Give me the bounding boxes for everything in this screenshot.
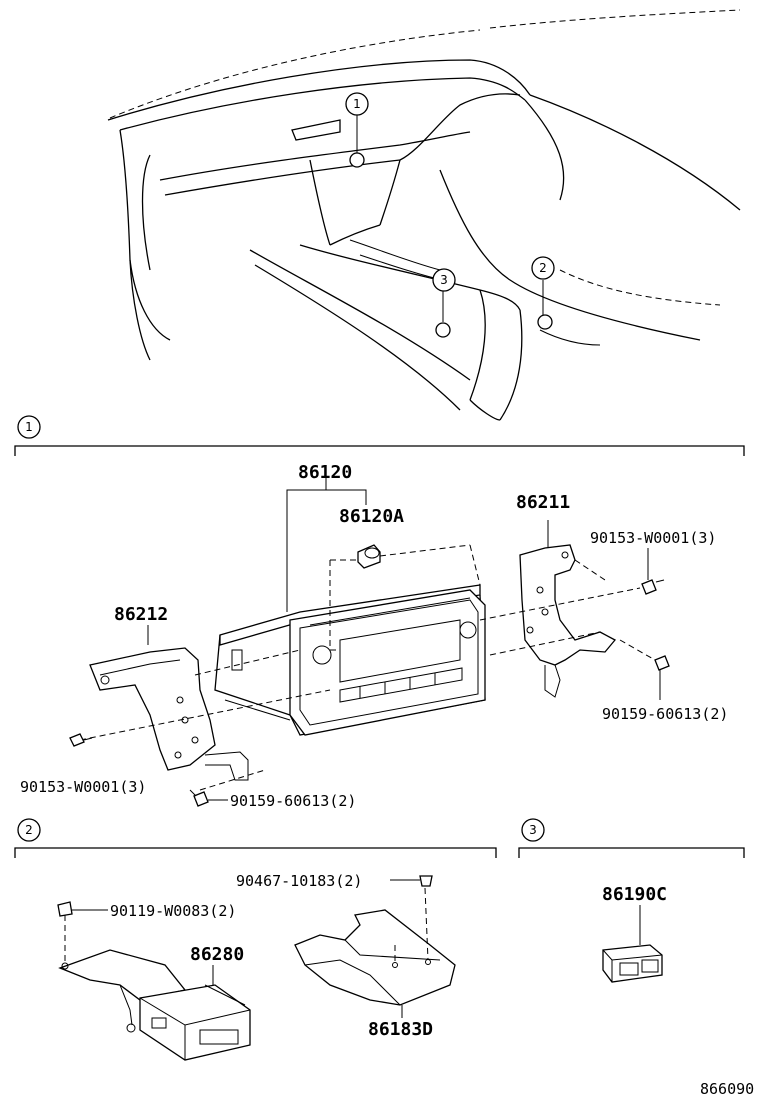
section-3-header: 3 <box>518 818 745 858</box>
label-86190C: 86190C <box>602 884 667 905</box>
amplifier-86280-drawing <box>57 901 251 1061</box>
label-90159-right: 90159-60613(2) <box>602 705 728 723</box>
section-2-header: 2 <box>14 818 497 858</box>
label-90119: 90119-W0083(2) <box>110 902 236 920</box>
label-86120A: 86120A <box>339 506 404 527</box>
label-90153-right: 90153-W0001(3) <box>590 529 716 547</box>
section-1-header: 1 <box>14 415 745 456</box>
radio-head-unit-drawing <box>214 478 486 736</box>
svg-text:2: 2 <box>539 261 547 275</box>
callout-3: 3 <box>432 268 456 292</box>
location-marker-1 <box>349 152 365 168</box>
switch-86190C-drawing <box>602 905 663 983</box>
label-86211: 86211 <box>516 492 570 513</box>
label-86120: 86120 <box>298 462 352 483</box>
svg-text:1: 1 <box>353 97 361 111</box>
dashboard-overview-drawing <box>107 9 741 421</box>
label-86183D: 86183D <box>368 1019 433 1040</box>
svg-text:3: 3 <box>440 273 448 287</box>
label-86280: 86280 <box>190 944 244 965</box>
location-marker-2 <box>537 314 553 330</box>
label-86212: 86212 <box>114 604 168 625</box>
callout-2: 2 <box>531 256 555 280</box>
bracket-86183D-drawing <box>294 875 456 1018</box>
figure-id: 866090 <box>700 1080 754 1098</box>
label-90159-left: 90159-60613(2) <box>230 792 356 810</box>
svg-text:1: 1 <box>25 420 33 434</box>
bracket-86212-drawing <box>69 625 331 807</box>
part-86120A-drawing <box>329 544 481 651</box>
label-90467: 90467-10183(2) <box>236 872 362 890</box>
label-90153-left: 90153-W0001(3) <box>20 778 146 796</box>
svg-text:3: 3 <box>529 823 537 837</box>
callout-1: 1 <box>345 92 369 116</box>
bracket-86211-drawing <box>479 520 670 700</box>
svg-text:2: 2 <box>25 823 33 837</box>
location-marker-3 <box>435 322 451 338</box>
